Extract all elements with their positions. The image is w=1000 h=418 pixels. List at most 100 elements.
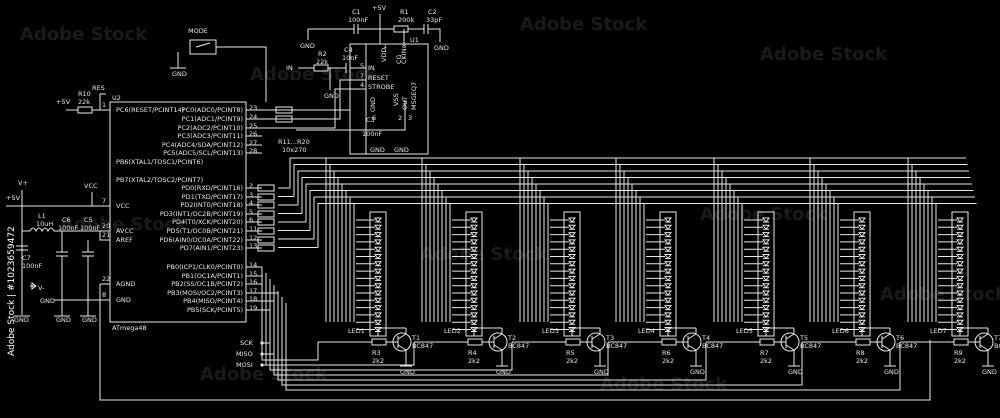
r10-body: [77, 106, 93, 114]
led-5-0: [858, 217, 866, 223]
mcu-left-pin-3: VCC: [116, 202, 130, 210]
c1-value: 100nF: [348, 16, 369, 24]
c5-c6-wires: [56, 231, 94, 316]
led-6-6: [956, 261, 964, 267]
r10-supply: +5V: [56, 98, 71, 106]
led-0-4: [374, 246, 382, 253]
led-res-2: [565, 338, 581, 346]
led-trans-ref-1: T2: [507, 334, 516, 342]
row-bus-6: [313, 196, 975, 239]
led-3-7: [664, 268, 672, 274]
ic1-pin-in: IN: [368, 64, 375, 72]
mcu-right-pin-15: PB1(OC1A/PCINT1): [182, 272, 243, 280]
led-6-5: [956, 254, 964, 260]
led-0-6: [374, 261, 382, 267]
miso-pad[interactable]: [260, 352, 264, 356]
led-res-val-2: 2k2: [566, 357, 578, 365]
r1-label: R1: [400, 8, 409, 16]
mcu-right-pin-14: PB0(ICP1/CLK0/PCINT0): [167, 263, 243, 271]
row-bus-7: [317, 203, 977, 248]
led-1-14: [470, 319, 478, 326]
led-res-val-4: 2k2: [760, 357, 772, 365]
led-6-8: [956, 275, 964, 282]
led-name-5: LED6: [832, 327, 849, 335]
mcu-left-num-3: 21: [102, 231, 110, 239]
gnd-u1: GND: [394, 146, 409, 154]
led-gnd-3: GND: [690, 368, 705, 376]
led-trans-part-2: BC847: [606, 342, 627, 350]
c3-value: 100nF: [362, 130, 383, 138]
led-5-12: [858, 305, 866, 311]
led-trans-body-2: [586, 332, 606, 352]
led-6-14: [956, 319, 964, 326]
mcu-right-num-3: 26: [249, 130, 257, 138]
led-6-10: [956, 290, 964, 296]
r1-value: 200k: [398, 16, 414, 24]
watermark-7: Adobe Stock: [880, 284, 1000, 305]
base-feed-0: [261, 267, 319, 361]
watermark-3: Adobe Stock: [760, 44, 888, 65]
top-5v: +5V: [372, 4, 387, 12]
r11-20-label: R11...R20: [278, 138, 310, 146]
led-gnd-6: GND: [982, 368, 997, 376]
watermark-4: Adobe Stock: [60, 214, 188, 235]
c5-label: C5: [84, 216, 93, 224]
sck-label[interactable]: SCK: [240, 339, 254, 347]
led-4-2: [762, 232, 770, 238]
sck-pad[interactable]: [260, 341, 264, 345]
mcu-right-pin-4: PC4(ADC4/SDA/PCINT12): [162, 141, 243, 149]
ic1-part: MSGEQ7: [410, 82, 418, 110]
gnd-c1: GND: [300, 42, 315, 50]
led-2-9: [568, 283, 576, 289]
led-0-9: [374, 283, 382, 289]
led-name-1: LED2: [444, 327, 461, 335]
c6-value: 100nF: [58, 224, 79, 232]
mosi-pad[interactable]: [260, 363, 264, 367]
mcu-right-num-16: 16: [249, 278, 257, 286]
mcu-right-num-11: 11: [249, 225, 257, 233]
led-4-12: [762, 305, 770, 311]
mosi-label[interactable]: MOSI: [236, 361, 253, 369]
array-resistor-7: [257, 227, 275, 235]
led-res-val-0: 2k2: [372, 357, 384, 365]
led-0-14: [374, 319, 382, 326]
led-5-7: [858, 268, 866, 274]
mcu-right-num-0: 23: [249, 104, 257, 112]
r10-label: R10: [78, 90, 91, 98]
led-trans-part-4: BC847: [800, 342, 821, 350]
array-resistor-4: [257, 201, 275, 209]
led-3-13: [664, 312, 672, 318]
vminus-wires: [30, 282, 110, 301]
led-2-12: [568, 305, 576, 311]
led-3-3: [664, 239, 672, 245]
led-name-3: LED4: [638, 327, 655, 335]
watermark-0: Adobe Stock: [20, 24, 148, 45]
mcu-right-pin-13: PD7(AIN1/PCINT23): [180, 244, 243, 252]
r10-value: 22k: [78, 98, 90, 106]
ic1-pin-vss: VSS: [392, 93, 400, 106]
mcu-right-num-19: 19: [249, 304, 257, 312]
row-bus-0: [289, 157, 966, 188]
led-res-5: [855, 338, 871, 346]
miso-label[interactable]: MISO: [236, 350, 253, 358]
mcu-right-num-10: 6: [249, 216, 253, 224]
led-trans-part-1: BC847: [508, 342, 529, 350]
led-6-12: [956, 305, 964, 311]
led-res-ref-4: R7: [760, 349, 769, 357]
led-5-4: [858, 246, 866, 253]
led-3-12: [664, 305, 672, 311]
led-0-7: [374, 268, 382, 274]
led-2-3: [568, 239, 576, 245]
mcu-left-pins: PC6(RESET/PCINT14)PB6(XTAL1/TOSC1/PCINT6…: [102, 101, 203, 304]
led-trans-ref-5: T6: [895, 334, 904, 342]
ic1-pin-gnd: GND: [369, 97, 377, 112]
mcu-right-pin-2: PC2(ADC2/PCINT10): [178, 124, 243, 132]
led-trans-ref-6: T7: [993, 334, 1000, 342]
led-4-8: [762, 275, 770, 282]
led-1-5: [470, 254, 478, 260]
led-res-ref-3: R6: [662, 349, 671, 357]
c4-value: 10nF: [342, 54, 358, 62]
mcu-right-num-7: 3: [249, 191, 253, 199]
led-gnd-2: GND: [594, 368, 609, 376]
